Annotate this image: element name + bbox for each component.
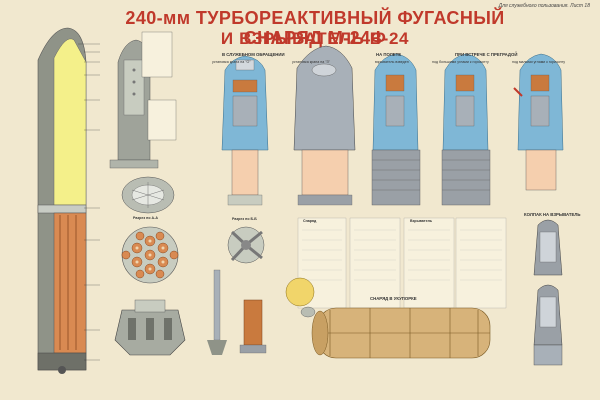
fuse-state-3-illustration: [371, 53, 421, 206]
service-note: Для служебного пользования. Лист 18: [498, 3, 590, 9]
section-packaged: СНАРЯД В УКУПОРКЕ: [370, 296, 417, 301]
poster-title-line1: 240-мм ТУРБОРЕАКТИВНЫЙ ФУГАСНЫЙ СНАРЯД М…: [125, 8, 505, 48]
packaged-shell-illustration: [311, 307, 491, 359]
fuse-state-5-illustration: [513, 53, 564, 191]
sublabel-setting-z: установка крана на "З": [292, 60, 330, 64]
poster-title-line2: И ВЗРЫВАТЕЛЬ В-24: [220, 29, 410, 48]
sublabel-setting-o: установка крана на "О": [212, 60, 251, 64]
shell-main-illustration: [37, 27, 87, 374]
nozzle-block-illustration: [114, 299, 186, 356]
legend-fuse-heading: Взрыватель: [410, 219, 433, 223]
sublabel-fuse-cocked: взрыватель взведен: [375, 60, 409, 64]
fuse-cap-illustration: [533, 219, 563, 366]
sublabel-small-angles: под малыми углами к горизонту: [512, 60, 566, 64]
section-disc-illustration: [121, 176, 175, 214]
legend-shell-heading: Снаряд: [303, 219, 317, 223]
fuse-state-2-illustration: [293, 45, 356, 206]
fuse-state-4-illustration: [441, 53, 491, 206]
fuse-parts-illustration: [207, 226, 316, 355]
sublabel-large-angles: под большими углами к горизонту: [432, 60, 489, 64]
section-bb-label: Разрез по Б-Б: [232, 217, 257, 221]
charges-cross-section-illustration: [121, 226, 179, 284]
section-flight: НА ПОЛЕТЕ: [376, 52, 402, 57]
section-service: В СЛУЖЕБНОМ ОБРАЩЕНИИ: [222, 52, 285, 57]
section-fuse-cap: КОЛПАК НА ВЗРЫВАТЕЛЬ: [524, 212, 581, 217]
section-aa-label: Разрез по А-А: [133, 216, 158, 220]
fuse-state-1-illustration: [221, 55, 269, 206]
section-impact: ПРИ ВСТРЕЧЕ С ПРЕГРАДОЙ: [455, 52, 518, 57]
